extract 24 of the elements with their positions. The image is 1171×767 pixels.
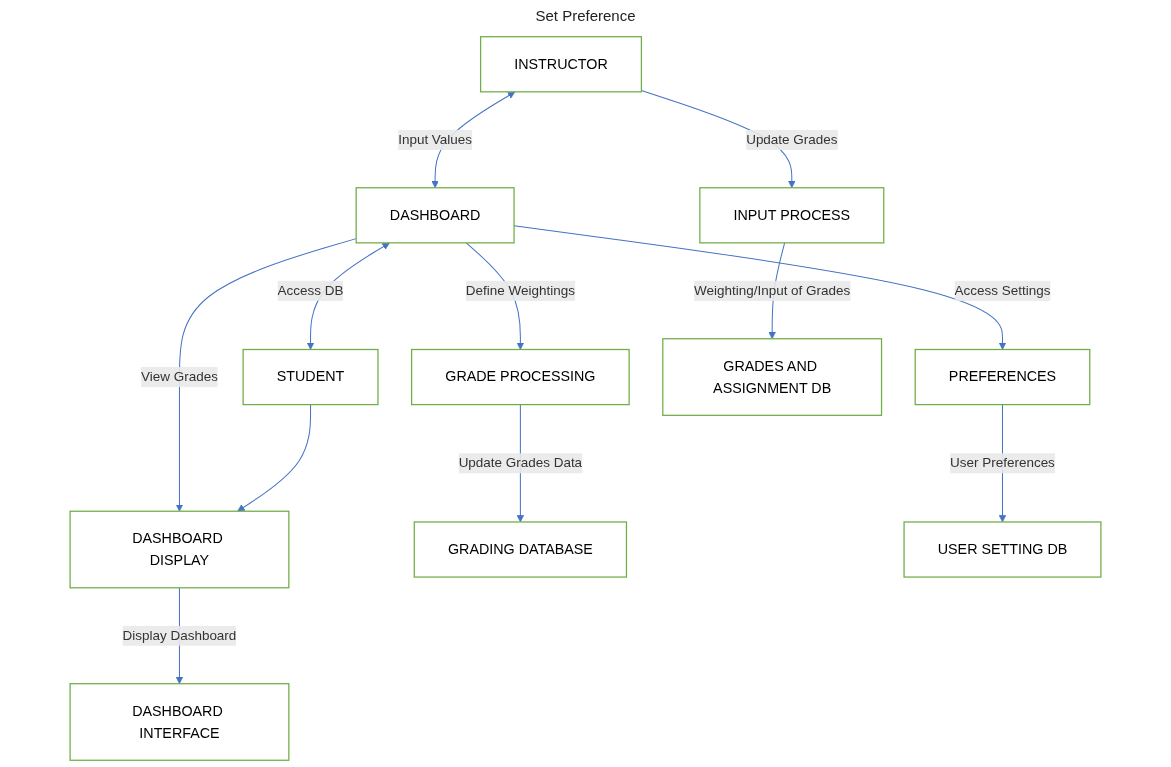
edge-label: Display Dashboard [122, 628, 237, 643]
node-box: USER SETTING DB [903, 521, 1102, 578]
edge-label: Update Grades Data [458, 455, 583, 471]
node-box: GRADE PROCESSING [411, 348, 630, 406]
edge-label: Access DB [277, 283, 344, 298]
note-text: Set Preference [535, 6, 636, 24]
node-box: DASHBOARD [355, 187, 515, 244]
edge-label: Define Weightings [465, 283, 575, 298]
node-box: GRADING DATABASE [413, 521, 628, 578]
node-box: PREFERENCES [914, 348, 1091, 406]
edge-label: Access Settings [954, 283, 1051, 298]
node-box: INPUT PROCESS [699, 187, 885, 244]
edge-label: View Grades [141, 369, 218, 384]
arrow [237, 404, 312, 512]
node-box: DASHBOARD DISPLAY [69, 510, 290, 589]
arrow [175, 238, 357, 512]
node-box: STUDENT [242, 348, 379, 406]
node-box: DASHBOARD INTERFACE [69, 683, 290, 761]
edge-label: Update Grades [746, 132, 838, 147]
edge-label: Input Values [398, 132, 473, 147]
node-box: INSTRUCTOR [479, 36, 643, 93]
edge-label: Weighting/Input of Grades [694, 283, 851, 298]
edge-label: User Preferences [950, 455, 1055, 471]
node-box: GRADES AND ASSIGNMENT DB [662, 338, 883, 416]
